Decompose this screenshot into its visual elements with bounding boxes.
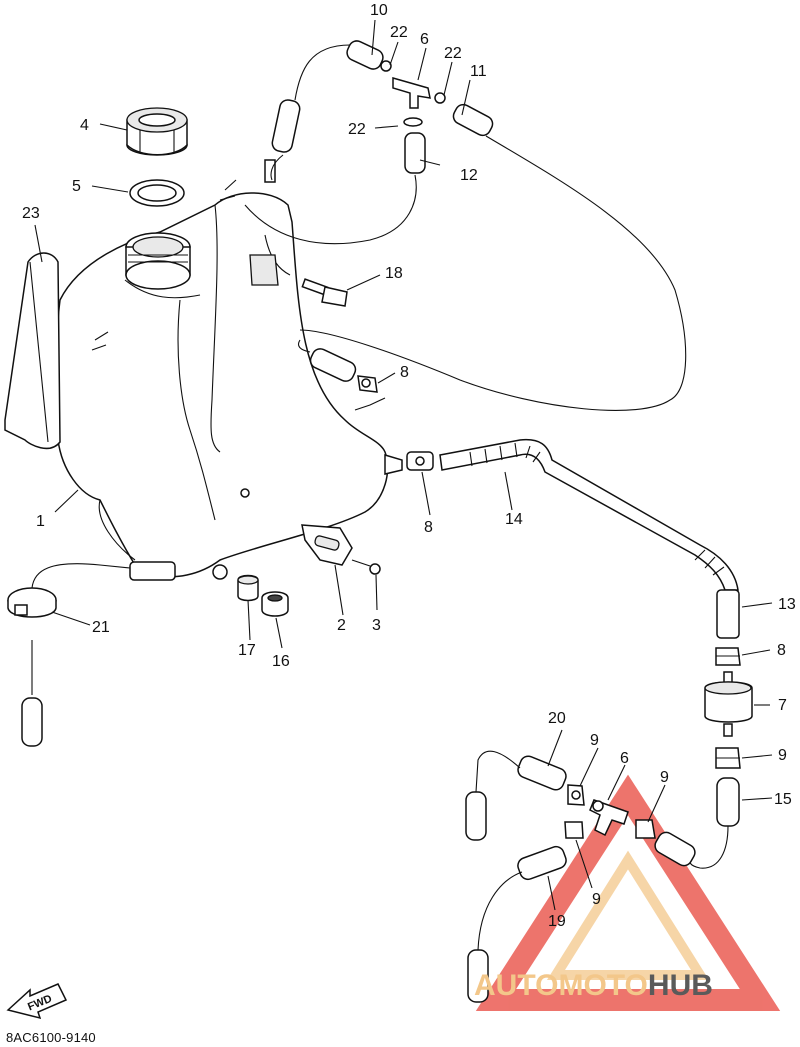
- svg-text:AUTOMOTOHUB: AUTOMOTOHUB: [474, 969, 713, 1002]
- hose-clamp-band: [7, 563, 131, 747]
- callout-22: 22: [444, 45, 462, 62]
- watermark-wordmark: AUTOMOTOHUB: [474, 969, 713, 1002]
- callout-6: 6: [620, 750, 629, 767]
- watermark-brand-part1: AUTOMOTO: [474, 969, 648, 1002]
- callout-15: 15: [774, 791, 792, 808]
- callout-9: 9: [778, 747, 787, 764]
- callout-10: 10: [370, 2, 388, 19]
- callout-9: 9: [590, 732, 599, 749]
- callout-18: 18: [385, 265, 403, 282]
- callout-1: 1: [36, 513, 45, 530]
- callout-16: 16: [272, 653, 290, 670]
- callout-19: 19: [548, 913, 566, 930]
- tank-heat-shield: [4, 252, 61, 450]
- watermark-brand-part2: HUB: [648, 969, 713, 1002]
- callout-8: 8: [777, 642, 786, 659]
- fuel-filter-assembly: [688, 647, 753, 869]
- mounting-bolt: [301, 278, 348, 307]
- callout-23: 23: [22, 205, 40, 222]
- cap-gasket: [129, 179, 185, 207]
- callout-2: 2: [337, 617, 346, 634]
- fuel-hose-main: [406, 438, 740, 639]
- callout-8: 8: [424, 519, 433, 536]
- fuel-cap: [126, 107, 188, 156]
- callout-9: 9: [592, 891, 601, 908]
- fuel-tank: [55, 159, 403, 581]
- callout-5: 5: [72, 178, 81, 195]
- mounting-hardware: [237, 524, 381, 617]
- forward-arrow-icon: FWD: [6, 983, 68, 1020]
- callout-3: 3: [372, 617, 381, 634]
- callout-11: 11: [470, 63, 487, 80]
- drawing-code: 8AC6100-9140: [6, 1030, 96, 1045]
- callout-6: 6: [420, 31, 429, 48]
- vent-hose-mid: [309, 348, 386, 411]
- callout-9: 9: [660, 769, 669, 786]
- callout-12: 12: [460, 167, 478, 184]
- callout-13: 13: [778, 596, 796, 613]
- callout-numbers: 10 22 6 22 11 4 22 12 5 23 18 8 1 8 14 2…: [22, 2, 796, 930]
- callout-22: 22: [348, 121, 366, 138]
- breather-hoses: [244, 40, 687, 411]
- callout-17: 17: [238, 642, 256, 659]
- callout-22: 22: [390, 24, 408, 41]
- callout-20: 20: [548, 710, 566, 727]
- leader-lines: [34, 19, 773, 911]
- callout-14: 14: [505, 511, 523, 528]
- callout-4: 4: [80, 117, 89, 134]
- lower-t-joint-assembly: [465, 750, 696, 1003]
- callout-21: 21: [92, 619, 110, 636]
- watermark-logo: [475, 774, 781, 1011]
- callout-8: 8: [400, 364, 409, 381]
- callout-7: 7: [778, 697, 787, 714]
